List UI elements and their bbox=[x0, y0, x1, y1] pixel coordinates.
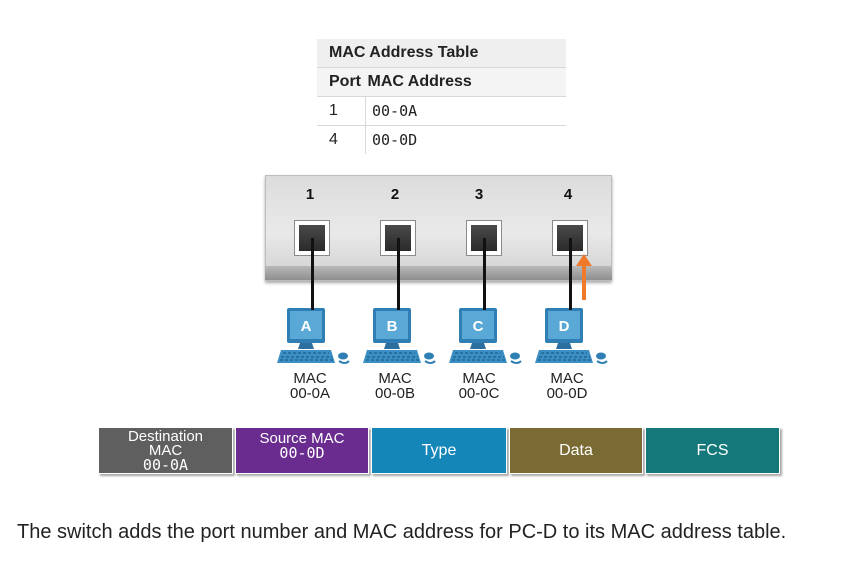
mac-label: MAC bbox=[462, 370, 496, 387]
frame-field-type: Type bbox=[371, 427, 507, 474]
source-title: Source MAC bbox=[259, 430, 345, 447]
type-label: Type bbox=[421, 441, 457, 459]
mac-value: 00-0D bbox=[546, 385, 588, 402]
pc-c-mac-label: MAC 00-0C bbox=[444, 371, 514, 401]
port-label-3: 3 bbox=[474, 186, 484, 203]
table-cell-port: 4 bbox=[317, 125, 366, 154]
column-header-port: Port bbox=[317, 67, 366, 97]
mac-label: MAC bbox=[378, 370, 412, 387]
mac-table-title: MAC Address Table bbox=[317, 39, 566, 68]
computer-icon bbox=[535, 308, 608, 364]
cable-port-4 bbox=[569, 238, 572, 310]
pc-d: D bbox=[533, 303, 613, 373]
pc-letter: D bbox=[558, 318, 570, 335]
mac-label: MAC bbox=[550, 370, 584, 387]
destination-mac-label: MAC bbox=[148, 441, 183, 459]
mac-address-table: MAC Address Table Port MAC Address 1 00-… bbox=[317, 39, 566, 154]
pc-a: A bbox=[275, 303, 355, 373]
pc-b: B bbox=[361, 303, 441, 373]
computer-icon bbox=[449, 308, 522, 364]
port-label-4: 4 bbox=[563, 186, 573, 203]
frame-field-data: Data bbox=[509, 427, 643, 474]
source-mac-value: 00-0D bbox=[279, 444, 325, 462]
data-label: Data bbox=[559, 441, 593, 459]
cable-port-2 bbox=[397, 238, 400, 310]
pc-letter: C bbox=[472, 318, 484, 335]
table-row: 1 00-0A bbox=[317, 96, 566, 126]
destination-title: Destination bbox=[127, 427, 204, 445]
frame-field-source-mac: Source MAC 00-0D bbox=[235, 427, 369, 474]
column-header-mac-address: MAC Address bbox=[365, 67, 566, 97]
destination-mac-value: 00-0A bbox=[142, 455, 189, 474]
arrow-up-icon bbox=[576, 254, 592, 300]
cable-port-1 bbox=[311, 238, 314, 310]
switch-base bbox=[265, 266, 612, 280]
frame-field-fcs: FCS bbox=[645, 427, 780, 474]
fcs-label: FCS bbox=[696, 441, 729, 459]
mac-value: 00-0B bbox=[374, 385, 416, 402]
table-row: 4 00-0D bbox=[317, 125, 566, 154]
frame-field-destination-mac: Destination MAC 00-0A bbox=[98, 427, 233, 474]
mac-value: 00-0A bbox=[289, 385, 331, 402]
pc-d-mac-label: MAC 00-0D bbox=[532, 371, 602, 401]
port-label-2: 2 bbox=[390, 186, 400, 203]
table-cell-mac: 00-0D bbox=[365, 125, 566, 154]
mac-label: MAC bbox=[293, 370, 327, 387]
table-cell-port: 1 bbox=[317, 96, 366, 126]
computer-icon bbox=[277, 308, 350, 364]
table-cell-mac: 00-0A bbox=[365, 96, 566, 126]
diagram-caption: The switch adds the port number and MAC … bbox=[17, 521, 787, 543]
port-label-1: 1 bbox=[305, 186, 315, 203]
pc-b-mac-label: MAC 00-0B bbox=[360, 371, 430, 401]
pc-c: C bbox=[447, 303, 527, 373]
pc-letter: A bbox=[300, 318, 312, 335]
pc-a-mac-label: MAC 00-0A bbox=[275, 371, 345, 401]
cable-port-3 bbox=[483, 238, 486, 310]
computer-icon bbox=[363, 308, 436, 364]
mac-value: 00-0C bbox=[458, 385, 500, 402]
pc-letter: B bbox=[386, 318, 398, 335]
